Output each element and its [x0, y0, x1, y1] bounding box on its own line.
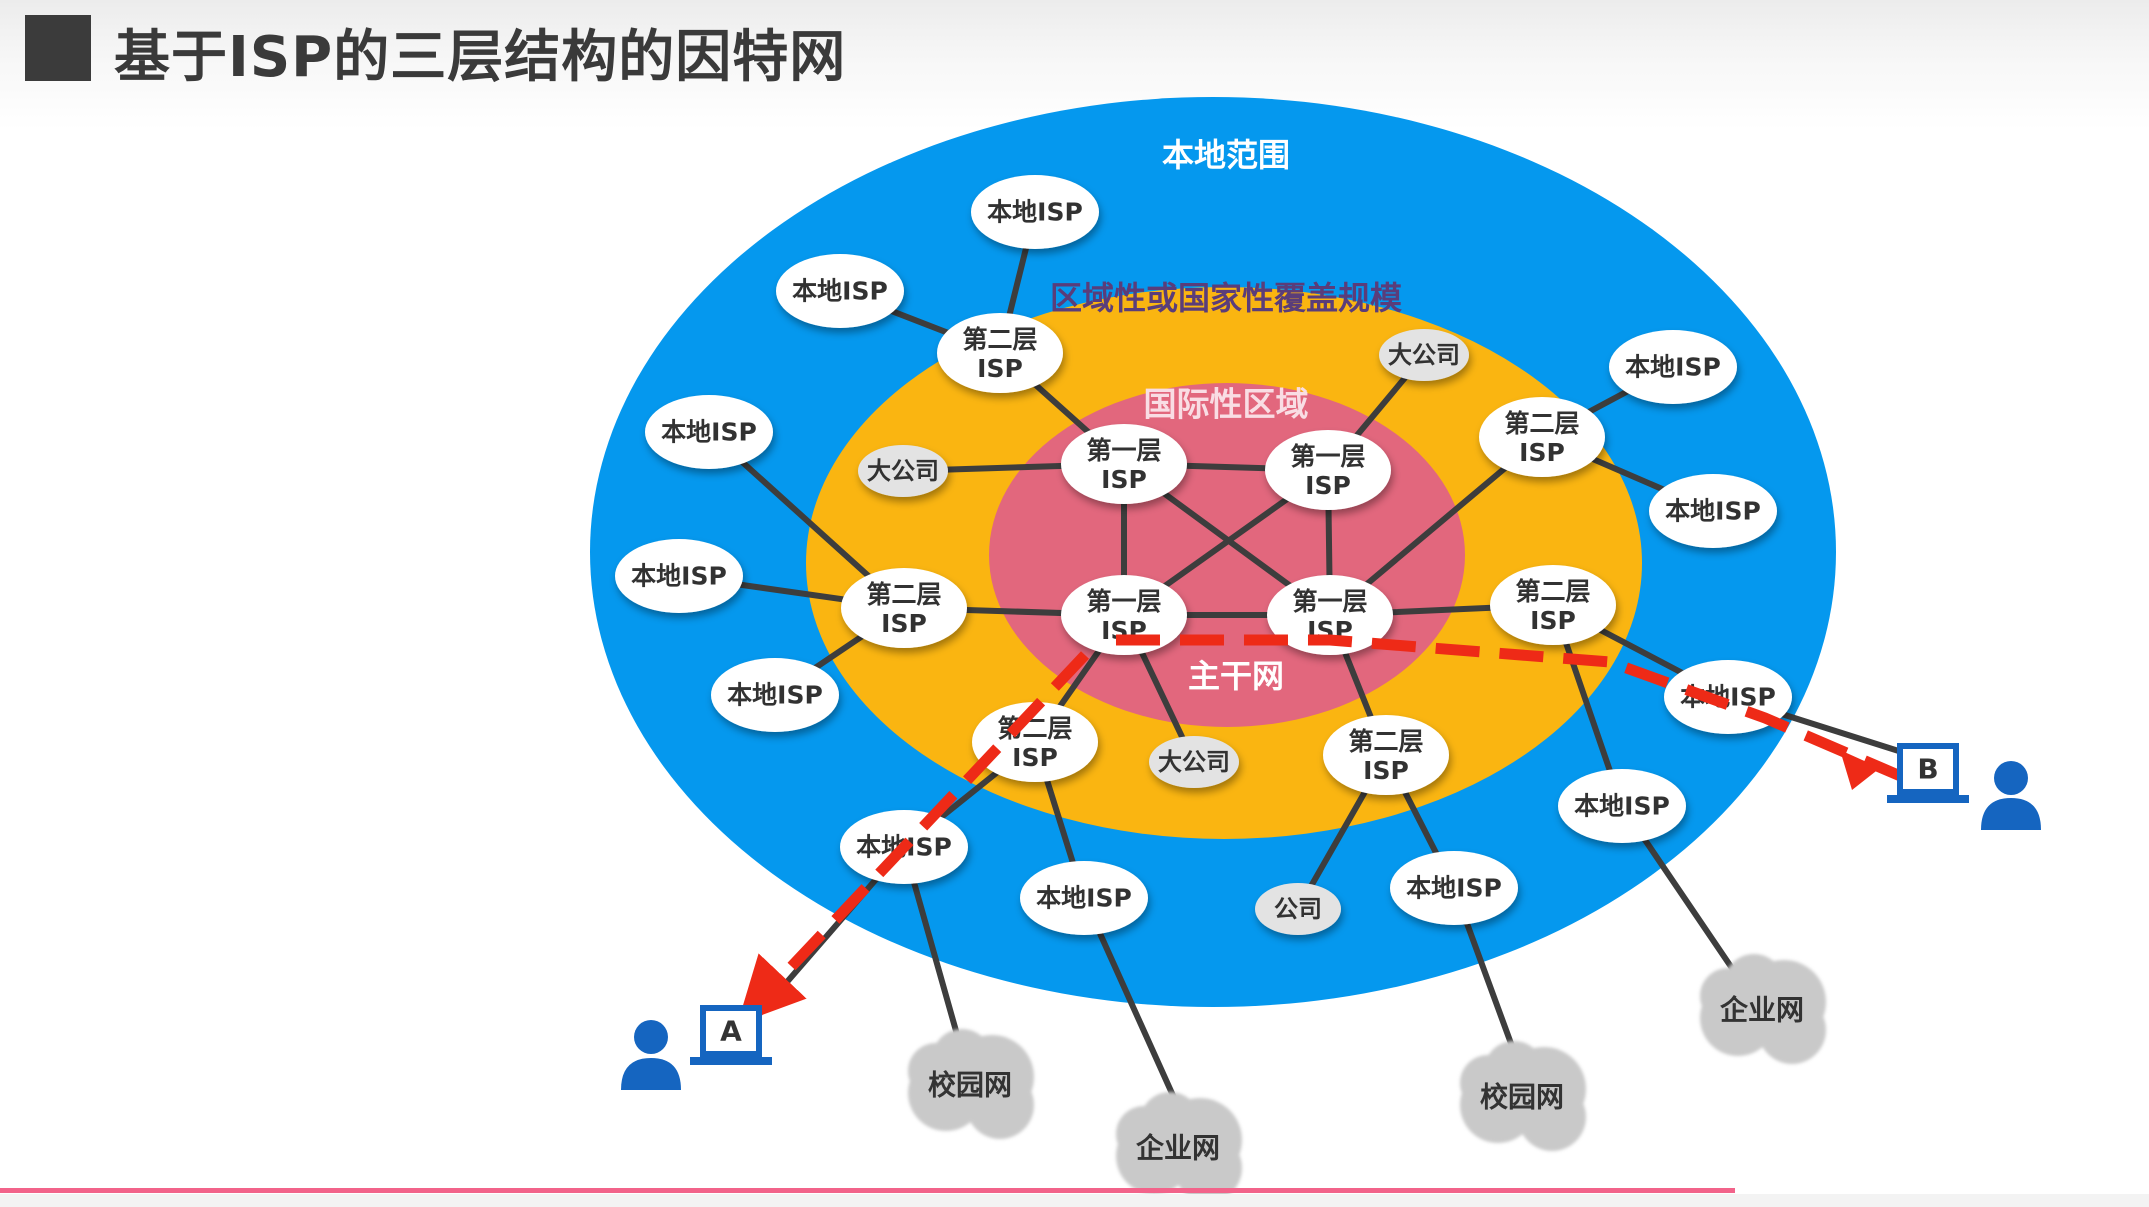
page-title: 基于ISP的三层结构的因特网: [114, 25, 847, 90]
local-isp-node: 本地ISP: [1609, 330, 1737, 404]
node-line: 第二层: [1515, 577, 1590, 606]
svg-text:企业网: 企业网: [1136, 1132, 1220, 1165]
svg-text:本地ISP: 本地ISP: [987, 198, 1083, 227]
node-line: 第一层: [1086, 436, 1161, 465]
laptop-icon: A: [690, 1005, 772, 1065]
company-node: 公司: [1255, 883, 1341, 935]
node-line: 第一层: [1086, 587, 1161, 616]
svg-text:本地ISP: 本地ISP: [1406, 874, 1502, 903]
svg-text:大公司: 大公司: [1158, 748, 1230, 776]
big-company-node: 大公司: [1149, 736, 1239, 788]
zone-backbone-label: 主干网: [1188, 657, 1284, 695]
svg-text:公司: 公司: [1274, 895, 1322, 923]
node-line: ISP: [1363, 756, 1409, 785]
local-isp-node: 本地ISP: [776, 254, 904, 328]
node-line: 第二层: [962, 325, 1037, 354]
path-a-to-b: [737, 634, 1908, 1025]
node-line: 第二层: [866, 580, 941, 609]
node-line: ISP: [881, 609, 927, 638]
host-b: B: [1887, 743, 2041, 830]
svg-text:大公司: 大公司: [867, 457, 939, 485]
cloud-campus-2: 校园网: [1460, 1041, 1586, 1151]
laptop-icon: B: [1887, 743, 1969, 803]
cloud-campus-1: 校园网: [908, 1029, 1034, 1139]
zone-local-label: 本地范围: [1162, 136, 1290, 174]
local-isp-node: 本地ISP: [971, 175, 1099, 249]
path-arrowhead-b: [1840, 750, 1880, 790]
node-line: ISP: [1305, 471, 1351, 500]
host-a: A: [621, 1005, 772, 1090]
node-line: ISP: [977, 354, 1023, 383]
big-company-node: 大公司: [1379, 329, 1469, 381]
title-square-icon: [25, 15, 91, 81]
svg-text:本地ISP: 本地ISP: [1036, 884, 1132, 913]
local-isp-node: 本地ISP: [615, 539, 743, 613]
local-isp-node: 本地ISP: [1558, 769, 1686, 843]
svg-text:校园网: 校园网: [1480, 1081, 1564, 1114]
svg-text:本地ISP: 本地ISP: [1625, 353, 1721, 382]
local-isp-node: 本地ISP: [1649, 474, 1777, 548]
zone-regional-label: 区域性或国家性覆盖规模: [1050, 279, 1402, 317]
big-company-node: 大公司: [858, 445, 948, 497]
svg-text:校园网: 校园网: [928, 1069, 1012, 1102]
cloud-enterprise-2: 企业网: [1700, 954, 1826, 1064]
node-line: ISP: [1101, 465, 1147, 494]
progress-bar: [0, 1188, 1735, 1193]
svg-text:大公司: 大公司: [1388, 341, 1460, 369]
node-line: ISP: [1012, 743, 1058, 772]
cloud-enterprise-1: 企业网: [1116, 1092, 1242, 1202]
local-isp-node: 本地ISP: [711, 658, 839, 732]
svg-text:本地ISP: 本地ISP: [792, 277, 888, 306]
bottom-strip: [0, 1194, 2149, 1207]
host-b-label: B: [1917, 753, 1938, 786]
local-isp-node: 本地ISP: [1020, 861, 1148, 935]
svg-text:本地ISP: 本地ISP: [1665, 497, 1761, 526]
svg-text:本地ISP: 本地ISP: [727, 681, 823, 710]
node-line: 第二层: [1348, 727, 1423, 756]
zone-international-label: 国际性区域: [1144, 385, 1309, 424]
node-line: 第一层: [1290, 442, 1365, 471]
svg-text:企业网: 企业网: [1720, 994, 1804, 1027]
node-line: ISP: [1519, 438, 1565, 467]
svg-text:本地ISP: 本地ISP: [631, 562, 727, 591]
local-isp-node: 本地ISP: [645, 395, 773, 469]
title-bar: 基于ISP的三层结构的因特网: [0, 0, 2149, 100]
local-isp-node: 本地ISP: [1390, 851, 1518, 925]
node-line: ISP: [1530, 606, 1576, 635]
host-a-label: A: [720, 1015, 742, 1048]
svg-text:本地ISP: 本地ISP: [1574, 792, 1670, 821]
node-line: 第一层: [1292, 587, 1367, 616]
user-icon: [1981, 761, 2041, 830]
svg-text:本地ISP: 本地ISP: [661, 418, 757, 447]
user-icon: [621, 1020, 681, 1090]
node-line: 第二层: [1504, 409, 1579, 438]
